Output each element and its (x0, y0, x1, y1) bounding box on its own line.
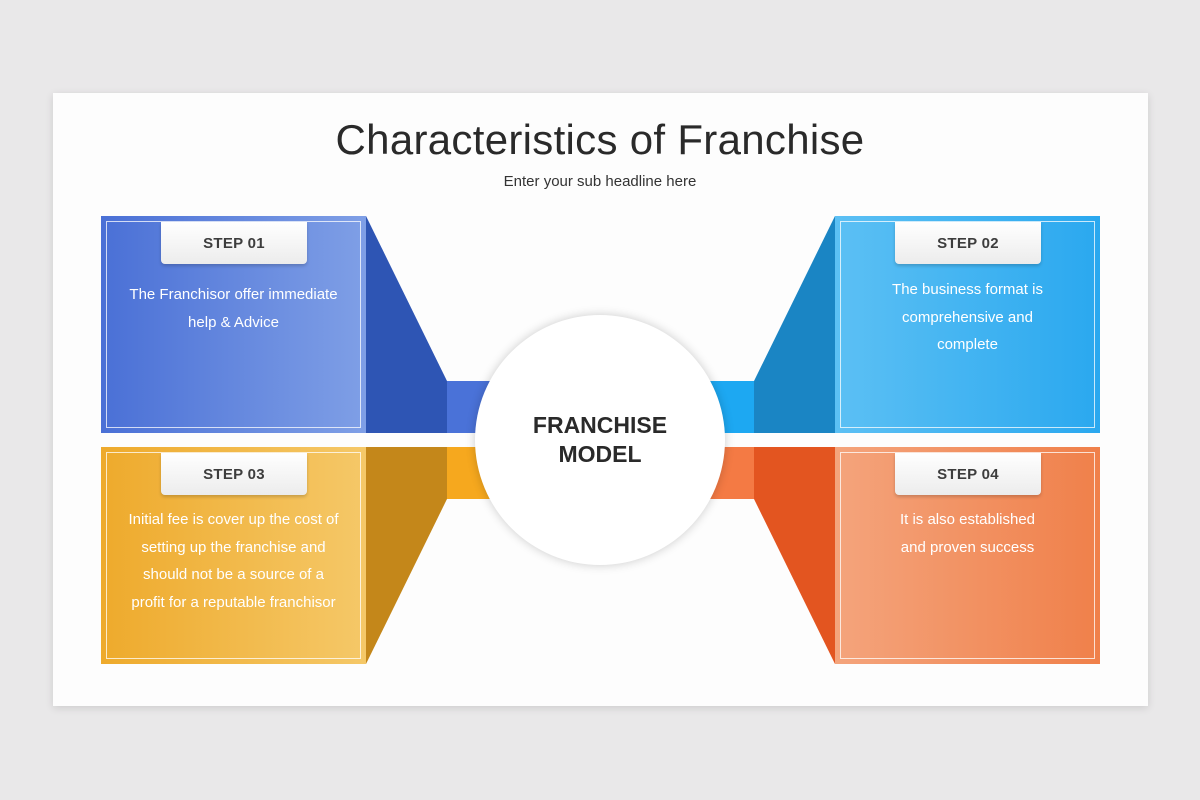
step-03-line: setting up the franchise and (141, 538, 326, 556)
step-04-side (754, 447, 835, 664)
step-04-line: It is also established (899, 511, 1036, 528)
step-02-line: comprehensive and (902, 308, 1033, 326)
step-02-tab: STEP 02 (895, 222, 1041, 264)
step-02-frame (840, 221, 1095, 428)
step-01-line: The Franchisor offer immediate (129, 286, 338, 303)
center-label-line2: MODEL (558, 441, 642, 467)
step-01-side (366, 216, 447, 433)
step-02-line: The business format is (892, 281, 1043, 298)
step-04-tab: STEP 04 (895, 453, 1041, 495)
step-04-line: and proven success (900, 538, 1035, 556)
center-label-line1: FRANCHISE (532, 412, 668, 438)
step-04-description: It is also established and proven succes… (835, 506, 1100, 561)
step-01-line: help & Advice (188, 313, 279, 331)
step-03-line: should not be a source of a (143, 566, 324, 583)
step-01-frame (106, 221, 361, 428)
step-03-side (366, 447, 447, 664)
step-01-description: The Franchisor offer immediate help & Ad… (101, 281, 366, 336)
step-02-description: The business format is comprehensive and… (835, 276, 1100, 359)
step-03-line: Initial fee is cover up the cost of (128, 511, 339, 528)
step-03-description: Initial fee is cover up the cost of sett… (101, 506, 366, 616)
step-02-side (754, 216, 835, 433)
center-circle: FRANCHISE MODEL (475, 315, 725, 565)
slide-subtitle: Enter your sub headline here (503, 173, 697, 190)
step-03-frame (106, 452, 361, 659)
step-01-tab: STEP 01 (161, 222, 307, 264)
step-02-line: complete (937, 336, 998, 353)
slide-title: Characteristics of Franchise (335, 116, 865, 163)
step-03-line: profit for a reputable franchisor (131, 593, 336, 611)
step-04-frame (840, 452, 1095, 659)
step-03-tab: STEP 03 (161, 453, 307, 495)
